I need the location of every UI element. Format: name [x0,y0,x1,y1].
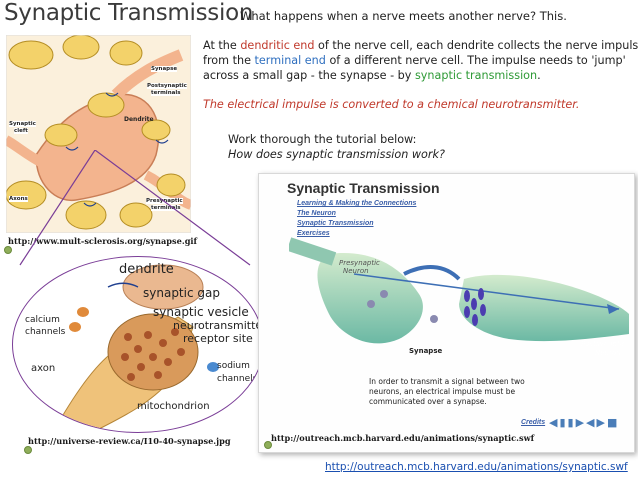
swf-title: Synaptic Transmission [287,180,440,196]
globe-icon [4,246,12,254]
swf-link-learning[interactable]: Learning & Making the Connections [297,200,417,207]
label-cleft: cleft [14,128,28,134]
swf-neuron-animation [289,237,629,344]
swf-credits-link[interactable]: Credits [521,419,546,426]
label-axons: Axons [9,196,28,202]
label-synaptic: Synaptic [9,121,36,127]
label-dendrite: Dendrite [124,116,154,123]
swf-label-synapse: Synapse [409,347,443,355]
swf-tutorial-panel[interactable]: Synaptic Transmission Learning & Making … [258,173,635,453]
slide-title: Synaptic Transmission [4,0,254,26]
term-synaptic-transmission: synaptic transmission [414,69,538,82]
swf-link-synaptic[interactable]: Synaptic Transmission [297,220,374,227]
label-axon: axon [31,363,56,374]
swf-playback-controls[interactable]: ◀▮▮▶◀▶■ [549,416,620,429]
globe-icon-2 [24,446,32,454]
swf-label-presynaptic: Presynaptic [339,259,380,267]
label-synaptic-vesicle: synaptic vesicle [153,305,249,319]
label-synaptic-gap: synaptic gap [143,286,220,300]
term-terminal-end: terminal end [254,54,326,67]
swf-label-postsynaptic: Postsynaptic [581,340,626,348]
swf-label-presynaptic-neuron: Neuron [343,267,369,275]
label-sodium-channels: channels [217,374,258,384]
label-dendrite-zoom: dendrite [119,262,174,277]
term-dendritic-end: dendritic end [240,39,315,52]
label-mitochondrion: mitochondrion [137,401,210,412]
tutorial-url-link[interactable]: http://outreach.mcb.harvard.edu/animatio… [325,461,628,473]
magnify-lines [19,150,251,266]
paragraph-3-line-2: How does synaptic transmission work? [228,148,445,161]
swf-link-neuron[interactable]: The Neuron [297,210,336,217]
label-receptor-site: receptor site [183,332,253,345]
label-sodium: sodium [217,361,250,371]
globe-icon-3 [264,441,272,449]
paragraph-3-line-1: Work thorough the tutorial below: [228,133,417,146]
label-calcium: calcium [25,315,60,325]
label-presynaptic-terminals: terminals [151,205,181,211]
paragraph-1-line-2: from the terminal end of a different ner… [203,54,626,67]
neuron-network-diagram: Synapse Postsynaptic terminals Dendrite … [6,35,191,233]
slide-subtitle: What happens when a nerve meets another … [240,9,567,23]
label-postsynaptic: Postsynaptic [147,83,187,89]
swf-desc-line-1: In order to transmit a signal between tw… [369,377,525,386]
paragraph-2: The electrical impulse is converted to a… [203,98,580,111]
swf-desc-line-2: neurons, an electrical impulse must be [369,387,516,396]
paragraph-1-line-1: At the dendritic end of the nerve cell, … [203,39,638,52]
swf-link-exercises[interactable]: Exercises [297,230,330,237]
swf-caption: http://outreach.mcb.harvard.edu/animatio… [271,433,535,443]
synapse-zoom-diagram: dendrite synaptic gap synaptic vesicle n… [12,256,264,433]
swf-desc-line-3: communicated over a synapse. [369,397,487,406]
top-diagram-caption: http://www.mult-sclerosis.org/synapse.gi… [8,236,198,246]
paragraph-1-line-3: across a small gap - the synapse - by sy… [203,69,541,82]
swf-label-postsynaptic-neuron: Neuron [595,349,621,357]
label-postsynaptic-terminals: terminals [151,90,181,96]
bottom-diagram-caption: http://universe-review.ca/I10-40-synapse… [28,436,231,446]
label-synapse: Synapse [151,66,178,72]
label-calcium-channels: channels [25,327,66,337]
neuron-network-illustration [6,35,191,233]
synapse-terminal-illustration [52,264,219,432]
label-neurotransmitter: neurotransmitter [173,318,263,332]
